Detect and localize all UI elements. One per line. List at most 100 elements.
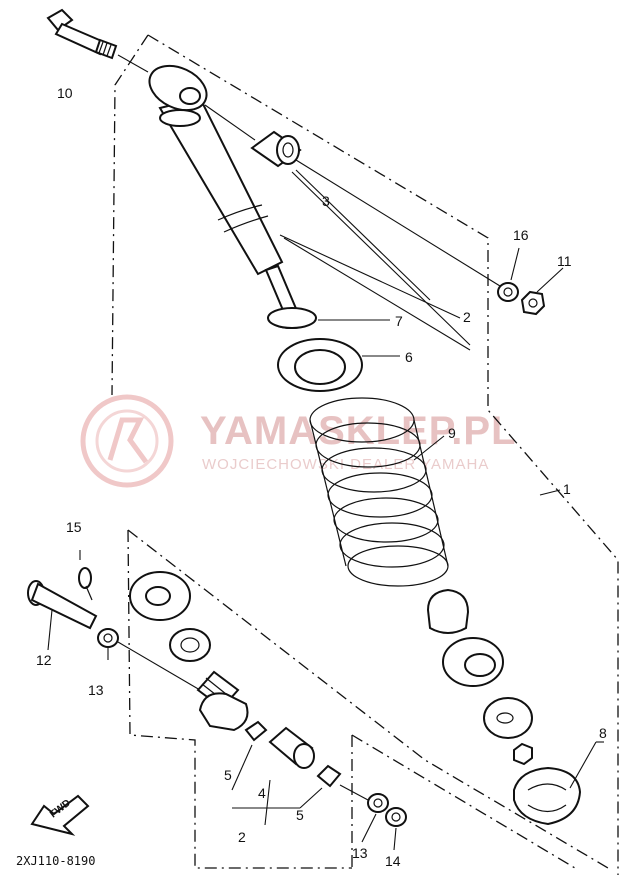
watermark: YAMASKLEP.PL WOJCIECHOWSKI DEALER YAMAHA bbox=[80, 394, 516, 488]
part-16-washer bbox=[497, 282, 519, 302]
leader-8 bbox=[569, 741, 597, 789]
spring-side-right bbox=[413, 419, 449, 567]
leader-3b bbox=[291, 171, 471, 346]
part-16-washer-hole bbox=[503, 287, 513, 297]
callout-15: 15 bbox=[66, 519, 82, 535]
retainer-slot bbox=[527, 783, 567, 791]
part-3-collar bbox=[250, 130, 302, 168]
part-pivot-threaded bbox=[196, 670, 249, 732]
callout-5-right: 5 bbox=[296, 807, 304, 823]
boundary-linkage-lower bbox=[351, 734, 576, 869]
callouts: 10 3 16 11 7 2 6 9 1 15 12 13 8 5 4 5 2 … bbox=[36, 85, 607, 869]
watermark-logo-mark bbox=[107, 417, 149, 464]
shock-top-collar bbox=[159, 109, 201, 127]
part-8-retainer bbox=[513, 766, 582, 826]
pivot-base bbox=[198, 692, 249, 732]
shock-band-2 bbox=[223, 215, 269, 233]
leader-12 bbox=[47, 609, 53, 651]
leader-3 bbox=[295, 169, 431, 301]
leader-1 bbox=[539, 489, 561, 496]
bolt-12-shank bbox=[30, 582, 98, 630]
leader-4 bbox=[264, 779, 271, 826]
cotter-pin-leg bbox=[85, 585, 93, 601]
linkage-seal-hole bbox=[180, 637, 200, 653]
leader-13b bbox=[361, 813, 377, 843]
leader-16 bbox=[510, 247, 520, 281]
linkage-seal bbox=[169, 628, 211, 662]
spring-coil bbox=[327, 472, 433, 518]
callout-1: 1 bbox=[563, 481, 571, 497]
spring-coil bbox=[333, 497, 439, 543]
callout-2-lower: 2 bbox=[238, 829, 246, 845]
fwd-arrow: FWD bbox=[30, 794, 90, 836]
part-13-washer-right-hole bbox=[373, 798, 383, 808]
spring-seat-inner bbox=[294, 349, 346, 385]
part-11-nut bbox=[520, 290, 546, 316]
callout-4: 4 bbox=[258, 785, 266, 801]
boundary-linkage-left bbox=[127, 529, 352, 869]
part-5-spacer-left bbox=[244, 720, 268, 742]
axis-line-spacer bbox=[339, 784, 369, 801]
part-shock-lower-parts bbox=[426, 588, 533, 766]
watermark-logo-icon bbox=[80, 394, 174, 488]
retainer-slot-2 bbox=[527, 804, 567, 813]
callout-5-left: 5 bbox=[224, 767, 232, 783]
collar-end bbox=[276, 135, 300, 165]
fwd-arrow-icon bbox=[30, 794, 90, 836]
axis-line-bolt bbox=[117, 54, 149, 73]
axis-line-linkage-bolt bbox=[117, 641, 201, 691]
thread-line bbox=[106, 44, 112, 57]
spring-side-left bbox=[309, 419, 347, 567]
spring-coil bbox=[339, 522, 445, 568]
callout-12: 12 bbox=[36, 652, 52, 668]
cotter-pin-loop bbox=[78, 567, 92, 589]
part-13-washer-right bbox=[367, 793, 389, 813]
lower-washer bbox=[483, 697, 533, 739]
part-6-spring-seat bbox=[277, 338, 363, 392]
part-10-bolt bbox=[46, 8, 118, 60]
part-11-nut-hole bbox=[528, 298, 538, 308]
diagram-code: 2XJ110-8190 bbox=[16, 854, 95, 868]
leader-9 bbox=[413, 435, 445, 461]
part-14-washer-hole bbox=[391, 812, 401, 822]
pivot-thread-line bbox=[205, 677, 227, 695]
part-2-shock-absorber bbox=[148, 64, 312, 329]
callout-13-right: 13 bbox=[352, 845, 368, 861]
leader-lines bbox=[47, 169, 604, 851]
bump-stop bbox=[426, 588, 470, 634]
part-13-washer-left-hole bbox=[103, 633, 113, 643]
part-7-washer bbox=[267, 307, 317, 329]
part-linkage-bushing bbox=[129, 571, 211, 662]
boundary-shock-assembly bbox=[147, 34, 619, 875]
bolt-head bbox=[46, 8, 74, 32]
leader-2b bbox=[283, 237, 471, 351]
part-12-bolt bbox=[27, 580, 98, 630]
callout-13-left: 13 bbox=[88, 682, 104, 698]
part-4-bushing bbox=[268, 726, 315, 769]
callout-3: 3 bbox=[322, 193, 330, 209]
part-9-spring bbox=[309, 397, 449, 587]
callout-14: 14 bbox=[385, 853, 401, 869]
callout-6: 6 bbox=[405, 349, 413, 365]
lower-nut bbox=[513, 742, 533, 766]
thread-line bbox=[98, 41, 104, 54]
callout-7: 7 bbox=[395, 313, 403, 329]
shock-band bbox=[217, 204, 263, 221]
part-14-washer bbox=[385, 807, 407, 827]
watermark-logo-inner bbox=[95, 409, 159, 473]
leader-11 bbox=[536, 267, 564, 293]
callout-11: 11 bbox=[557, 253, 572, 269]
spring-coil bbox=[347, 545, 449, 587]
axis-line-collar bbox=[204, 104, 256, 141]
thread-line bbox=[102, 42, 108, 56]
callout-2-upper: 2 bbox=[463, 309, 471, 325]
shock-top-eye-hole bbox=[179, 87, 201, 105]
leader-14 bbox=[393, 827, 397, 851]
leader-5a bbox=[231, 744, 253, 791]
boundary-shock-left bbox=[111, 34, 149, 396]
retainer-body bbox=[513, 766, 582, 826]
linkage-housing-hole bbox=[145, 586, 171, 606]
callout-8: 8 bbox=[599, 725, 607, 741]
collar-hole bbox=[282, 142, 294, 158]
